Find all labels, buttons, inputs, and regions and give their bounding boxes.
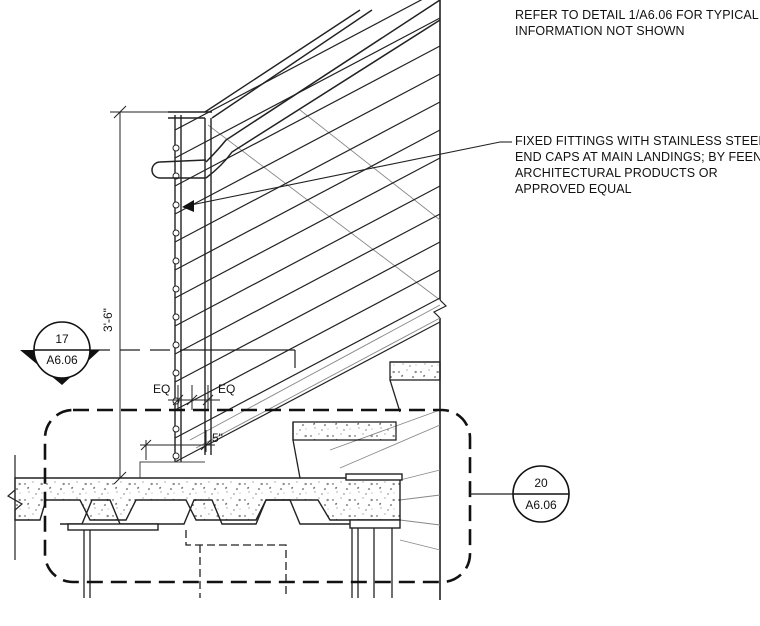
detail-tag-20: 20 A6.06 xyxy=(512,465,570,523)
landing-edge xyxy=(139,461,205,478)
handrail xyxy=(151,0,441,179)
note-fixed-fittings: FIXED FITTINGS WITH STAINLESS STEEL END … xyxy=(515,133,760,197)
dim-rail-height-label: 3'-6" xyxy=(101,308,115,332)
floor-slab xyxy=(14,473,403,531)
note-fittings-line-3: ARCHITECTURAL PRODUCTS OR xyxy=(515,166,718,180)
structure-below xyxy=(83,528,393,598)
dim-offset xyxy=(140,430,215,460)
note-fittings-line-2: END CAPS AT MAIN LANDINGS; BY FEENEY xyxy=(515,150,760,164)
stair-treads xyxy=(292,361,441,479)
note-fittings-line-4: APPROVED EQUAL xyxy=(515,182,632,196)
stair-underside-lines xyxy=(189,109,441,551)
note-refer-detail: REFER TO DETAIL 1/A6.06 FOR TYPICAL INFO… xyxy=(515,7,759,39)
note-refer-line-2: INFORMATION NOT SHOWN xyxy=(515,24,685,38)
dim-eq-left: EQ xyxy=(153,382,170,396)
dim-eq-right: EQ xyxy=(218,382,235,396)
fittings-leader-arrow xyxy=(182,200,194,212)
section-tag-number: 17 xyxy=(55,332,69,346)
detail-tag-sheet: A6.06 xyxy=(525,498,557,512)
detail-tag-number: 20 xyxy=(534,476,548,490)
top-rail xyxy=(168,9,373,119)
section-cut-line xyxy=(85,349,296,368)
dim-eq xyxy=(168,385,220,410)
note-refer-line-1: REFER TO DETAIL 1/A6.06 FOR TYPICAL xyxy=(515,8,759,22)
dim-rail-height xyxy=(110,105,168,485)
cable-infill xyxy=(175,0,440,463)
fittings-leader xyxy=(185,141,512,207)
detail-boundary xyxy=(43,408,472,584)
section-tag-17: 17 A6.06 xyxy=(20,321,100,385)
dim-offset-label: 5" xyxy=(212,431,223,445)
section-tag-sheet: A6.06 xyxy=(46,353,78,367)
break-line-left xyxy=(6,455,24,560)
note-fittings-line-1: FIXED FITTINGS WITH STAINLESS STEEL xyxy=(515,134,760,148)
cable-end-fittings xyxy=(172,144,180,460)
